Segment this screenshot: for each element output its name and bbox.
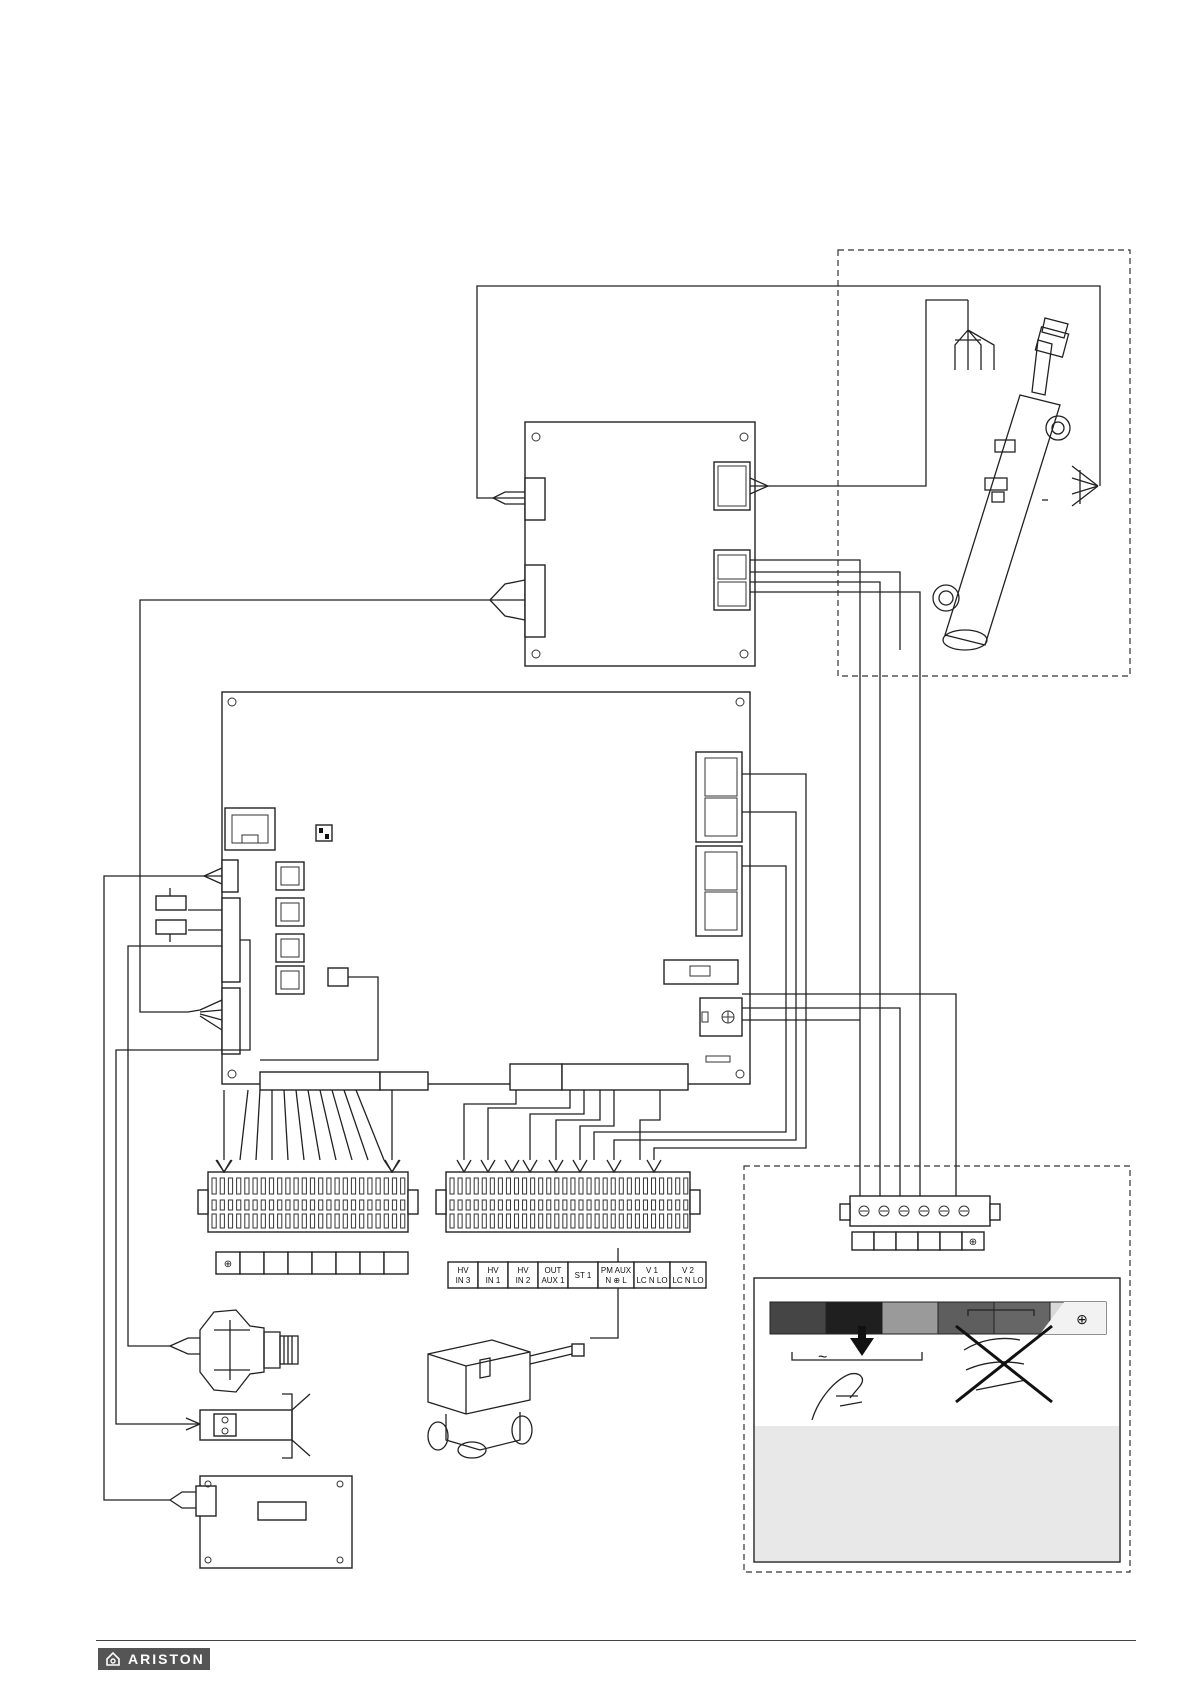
terminal-strip-left-labels: ⊕ [216, 1252, 408, 1274]
power-terminal-cell [896, 1232, 918, 1250]
brand-logo: ARISTON [98, 1648, 210, 1670]
power-terminal-cell [874, 1232, 896, 1250]
terminal-right-label-bottom: IN 2 [516, 1276, 531, 1285]
terminal-chevron [217, 1160, 231, 1172]
terminal-left-cell [264, 1252, 288, 1274]
terminal-left-cell-label: ⊕ [224, 1259, 232, 1270]
terminal-left-cell [384, 1252, 408, 1274]
wire-color-swatch [994, 1302, 1050, 1334]
connector-plugs-left [170, 1338, 200, 1508]
main-board-left-connector-1 [222, 860, 238, 892]
terminal-block-left [198, 1160, 418, 1232]
sensor-probe-icon [200, 1394, 310, 1458]
terminal-block-right [436, 1172, 700, 1232]
terminal-right-label-top: HV [487, 1266, 499, 1275]
brand-name: ARISTON [128, 1651, 205, 1667]
instruction-panel-shaded-area [755, 1426, 1119, 1561]
terminal-chevron [481, 1160, 495, 1172]
main-board-left-connector-2 [222, 898, 240, 982]
terminal-right-label-top: HV [457, 1266, 469, 1275]
upper-board-relay-2 [714, 550, 750, 610]
heater-connector-right [1072, 466, 1098, 506]
terminal-chevron [573, 1160, 587, 1172]
footer-rule [96, 1640, 1136, 1641]
terminal-chevron [457, 1160, 471, 1172]
main-board-fuse [664, 960, 738, 984]
pump-icon [200, 1310, 298, 1392]
wire-color-swatch [882, 1302, 938, 1334]
color-strip-earth-symbol: ⊕ [1076, 1311, 1088, 1327]
terminal-right-label-top: OUT [545, 1266, 562, 1275]
terminal-right-label-bottom: AUX 1 [541, 1276, 565, 1285]
terminal-chevron [505, 1160, 519, 1172]
terminal-entry-chevrons [217, 1160, 661, 1172]
display-board-icon [196, 1476, 352, 1568]
terminal-chevron [549, 1160, 563, 1172]
terminal-right-label-top: V 2 [682, 1266, 695, 1275]
wire-color-swatch [826, 1302, 882, 1334]
terminal-chevron [523, 1160, 537, 1172]
zone-valve-icon [428, 1340, 584, 1458]
terminal-left-cell [240, 1252, 264, 1274]
terminal-right-label-bottom: LC N LO [636, 1276, 667, 1285]
heater-zone-outline [838, 250, 1130, 676]
main-board-left-connector-3 [222, 988, 240, 1054]
terminal-right-label-bottom: N ⊕ L [605, 1276, 627, 1285]
wire-color-swatch [938, 1302, 994, 1334]
terminal-right-label-top: HV [517, 1266, 529, 1275]
wire-color-strip [770, 1302, 1106, 1334]
power-terminal-labels: ⊕ [852, 1232, 984, 1250]
terminal-left-cell [336, 1252, 360, 1274]
terminal-right-label-bottom: LC N LO [672, 1276, 703, 1285]
ac-symbol: ~ [818, 1349, 827, 1366]
upper-board-connector-b [525, 565, 545, 637]
house-icon [106, 1652, 120, 1666]
terminal-right-label-top: PM AUX [601, 1266, 632, 1275]
terminal-right-label-top: V 1 [646, 1266, 659, 1275]
heater-connector-top [955, 300, 994, 370]
power-terminal-cell [852, 1232, 874, 1250]
dip-switch-icon [316, 825, 332, 841]
terminal-left-cell [360, 1252, 384, 1274]
power-terminal-cell [918, 1232, 940, 1250]
rj-socket-icon [225, 808, 275, 850]
power-terminal-block [840, 1196, 1000, 1226]
main-board-earth-terminal [700, 998, 742, 1036]
page-footer: ARISTON [96, 1640, 1136, 1668]
terminal-right-label-bottom: IN 1 [486, 1276, 501, 1285]
terminal-right-label-bottom: IN 3 [456, 1276, 471, 1285]
power-terminal-cell-label: ⊕ [969, 1237, 977, 1248]
terminal-chevron [607, 1160, 621, 1172]
upper-board-connector-a [525, 478, 545, 520]
terminal-right-label-top: ST 1 [575, 1271, 592, 1280]
wire-color-swatch [770, 1302, 826, 1334]
terminal-strip-right-labels: HVIN 3HVIN 1HVIN 2OUTAUX 1ST 1PM AUXN ⊕ … [448, 1262, 706, 1288]
terminal-chevron [385, 1160, 399, 1172]
terminal-left-cell [288, 1252, 312, 1274]
power-terminal-cell [940, 1232, 962, 1250]
upper-control-board [525, 422, 755, 666]
terminal-left-cell [312, 1252, 336, 1274]
terminal-chevron [647, 1160, 661, 1172]
electric-heater-icon [933, 318, 1070, 650]
upper-board-relay-1 [714, 462, 750, 510]
